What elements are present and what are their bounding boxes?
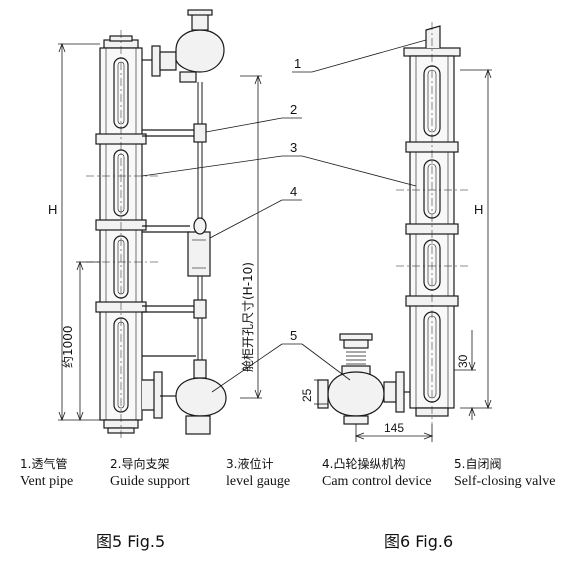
legend-zh: 1.透气管 (20, 457, 68, 471)
fig5-dim-h-label: H (48, 202, 57, 217)
fig6-dim-30-label: 30 (456, 354, 470, 368)
technical-drawing: H 约1000 舱柜开孔尺寸(H-10) H 30 25 145 1 2 3 4… (48, 9, 492, 442)
callout-leaders (141, 39, 427, 393)
fig5-top-vent-valve (142, 9, 225, 83)
legend-zh: 4.凸轮操纵机构 (322, 457, 406, 471)
fig6-dim-h-label: H (474, 202, 483, 217)
callout-5: 5 (290, 328, 297, 343)
legend-en: Vent pipe (20, 474, 74, 489)
fig6-dimensions (314, 68, 492, 442)
fig5-self-closing-valve (142, 359, 227, 435)
legend-item-vent-pipe: 1.透气管 Vent pipe (20, 456, 73, 490)
legend-en: level gauge (226, 474, 291, 489)
legend-en: Guide support (110, 474, 190, 489)
fig6-self-closing-valve (317, 333, 410, 425)
callout-4: 4 (290, 184, 297, 199)
fig6-dim-145-label: 145 (384, 421, 404, 435)
fig5-cam-control (187, 217, 211, 277)
legend-item-guide-support: 2.导向支架 Guide support (110, 456, 190, 490)
legend-zh: 3.液位计 (226, 457, 274, 471)
fig5-caption: 图5 Fig.5 (96, 532, 166, 551)
legend-en: Cam control device (322, 474, 432, 489)
fig6-caption: 图6 Fig.6 (384, 532, 454, 551)
fig6-gauge-body (396, 22, 470, 424)
fig5-dim-1000-label: 约1000 (60, 325, 75, 368)
legend-zh: 5.自闭阀 (454, 457, 502, 471)
legend-item-level-gauge: 3.液位计 level gauge (226, 456, 290, 490)
legend-item-self-closing-valve: 5.自闭阀 Self-closing valve (454, 456, 555, 490)
callout-2: 2 (290, 102, 297, 117)
legend-zh: 2.导向支架 (110, 457, 170, 471)
fig5-dim-opening-label: 舱柜开孔尺寸(H-10) (241, 262, 255, 372)
legend-item-cam-control: 4.凸轮操纵机构 Cam control device (322, 456, 432, 490)
fig6-dim-25-label: 25 (300, 388, 314, 402)
legend-en: Self-closing valve (454, 474, 556, 489)
callout-3: 3 (290, 140, 297, 155)
callout-1: 1 (294, 56, 301, 71)
fig5-gauge-body (86, 30, 160, 440)
fig5-dimensions (58, 42, 262, 422)
